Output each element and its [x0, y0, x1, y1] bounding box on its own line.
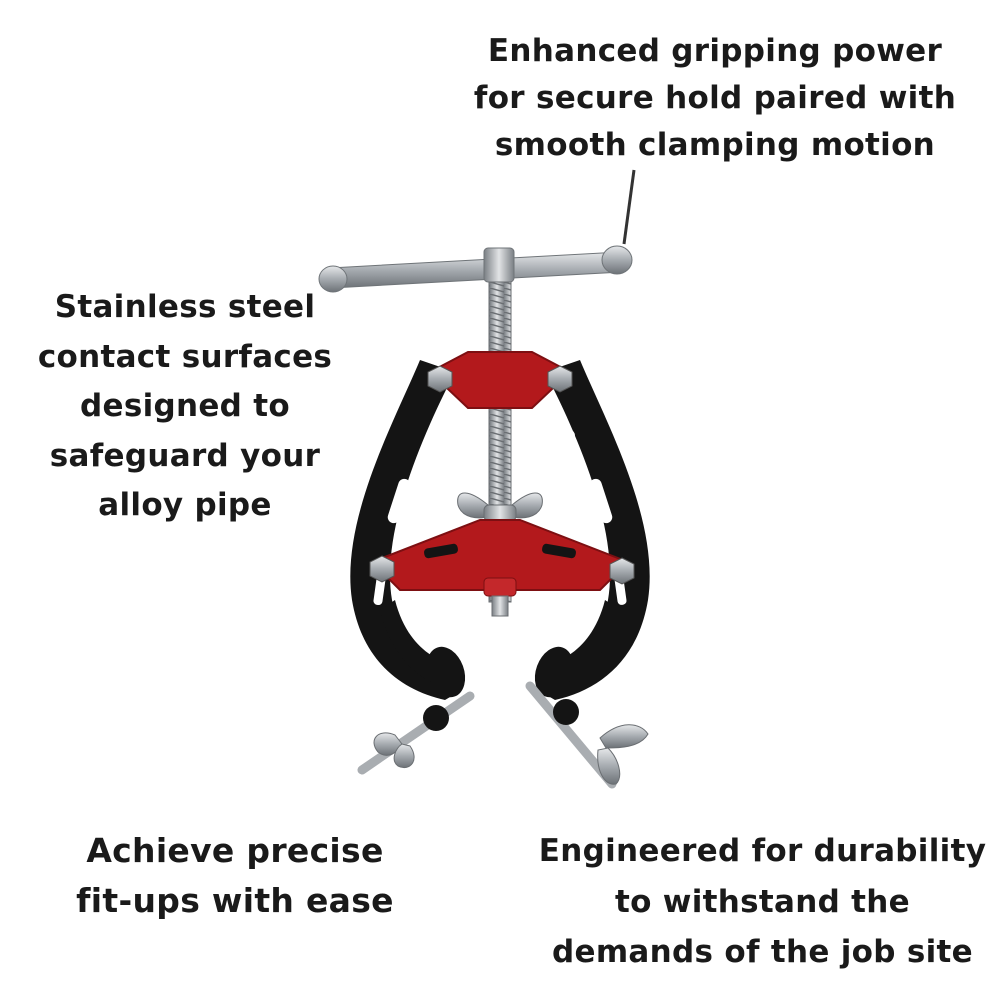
wing-nut: [457, 492, 543, 522]
callout-line: fit-ups with ease: [76, 881, 394, 921]
callout-line: Engineered for durability: [538, 833, 987, 869]
left-jaw-screw: [357, 691, 475, 775]
callout-line: safeguard your: [49, 437, 321, 474]
upper-plate: [427, 351, 573, 409]
callout-stainless-contact: Stainless steel contact surfaces designe…: [20, 283, 350, 531]
callout-durability: Engineered for durability to withstand t…: [525, 826, 1000, 978]
callout-line: alloy pipe: [98, 487, 272, 524]
frame-holes: [373, 429, 627, 606]
callout-line: Stainless steel: [54, 289, 316, 325]
callout-line: Enhanced gripping power: [487, 33, 943, 69]
callout-leader-line: [622, 169, 636, 245]
callout-line: contact surfaces: [37, 338, 333, 375]
callout-precise-fitups: Achieve precise fit-ups with ease: [60, 826, 410, 926]
t-handle: [318, 245, 633, 293]
callout-gripping-power: Enhanced gripping power for secure hold …: [460, 28, 970, 169]
callout-line: for secure hold paired with: [473, 80, 957, 117]
frame-arms: [350, 360, 650, 700]
callout-line: designed to: [80, 388, 290, 425]
callout-line: to withstand the: [614, 883, 911, 920]
right-jaw-screw: [525, 681, 649, 789]
callout-line: Achieve precise: [86, 831, 384, 870]
callout-line: demands of the job site: [552, 934, 973, 971]
callout-line: smooth clamping motion: [494, 127, 936, 164]
lower-plate: [369, 519, 635, 617]
